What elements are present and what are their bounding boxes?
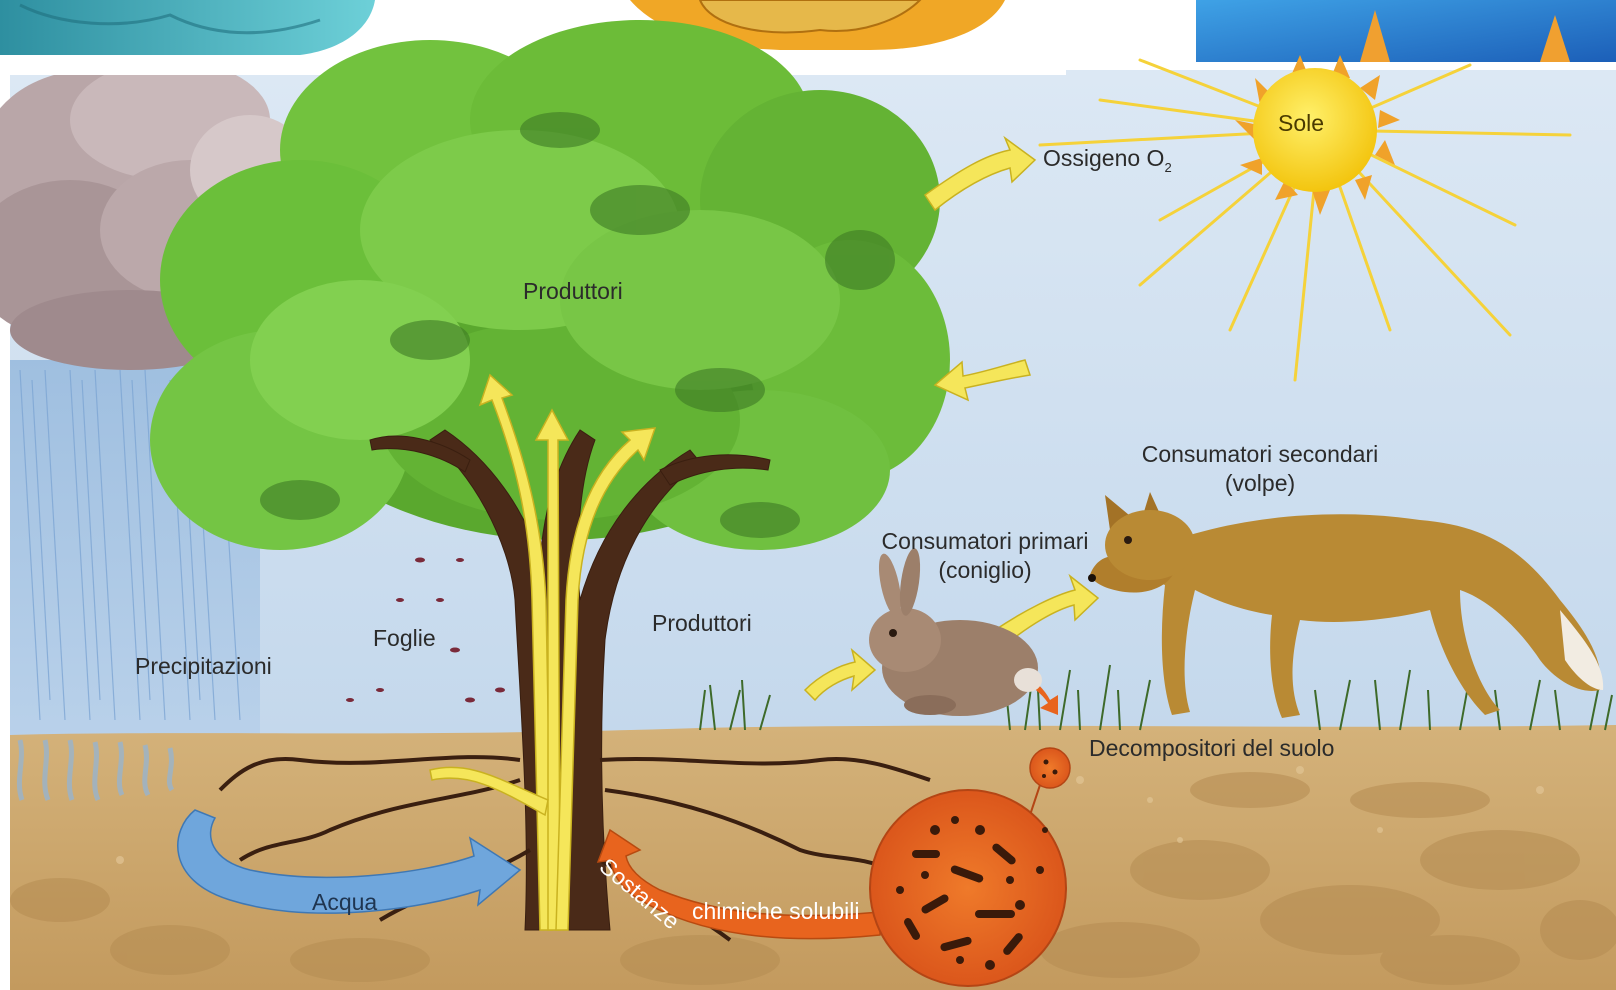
label-water: Acqua <box>312 888 377 917</box>
label-oxygen-subscript: 2 <box>1164 160 1171 175</box>
label-oxygen: Ossigeno O2 <box>1043 144 1172 176</box>
label-producers-tree: Produttori <box>523 277 623 306</box>
label-primary-consumers-title: Consumatori primari <box>865 527 1105 556</box>
label-primary-consumers: Consumatori primari (coniglio) <box>865 527 1105 585</box>
label-rabbit: (coniglio) <box>865 556 1105 585</box>
label-secondary-consumers-title: Consumatori secondari <box>1125 440 1395 469</box>
label-oxygen-text: Ossigeno O <box>1043 145 1164 171</box>
label-precipitation: Precipitazioni <box>135 652 272 681</box>
top-right-image <box>1196 0 1616 62</box>
label-sun: Sole <box>1278 109 1324 138</box>
label-secondary-consumers: Consumatori secondari (volpe) <box>1125 440 1395 498</box>
label-leaves: Foglie <box>373 624 436 653</box>
label-soluble-chemicals-part2: chimiche solubili <box>692 897 859 926</box>
label-fox: (volpe) <box>1125 469 1395 498</box>
label-soil-decomposers: Decompositori del suolo <box>1089 734 1334 763</box>
label-producers-ground: Produttori <box>652 609 752 638</box>
